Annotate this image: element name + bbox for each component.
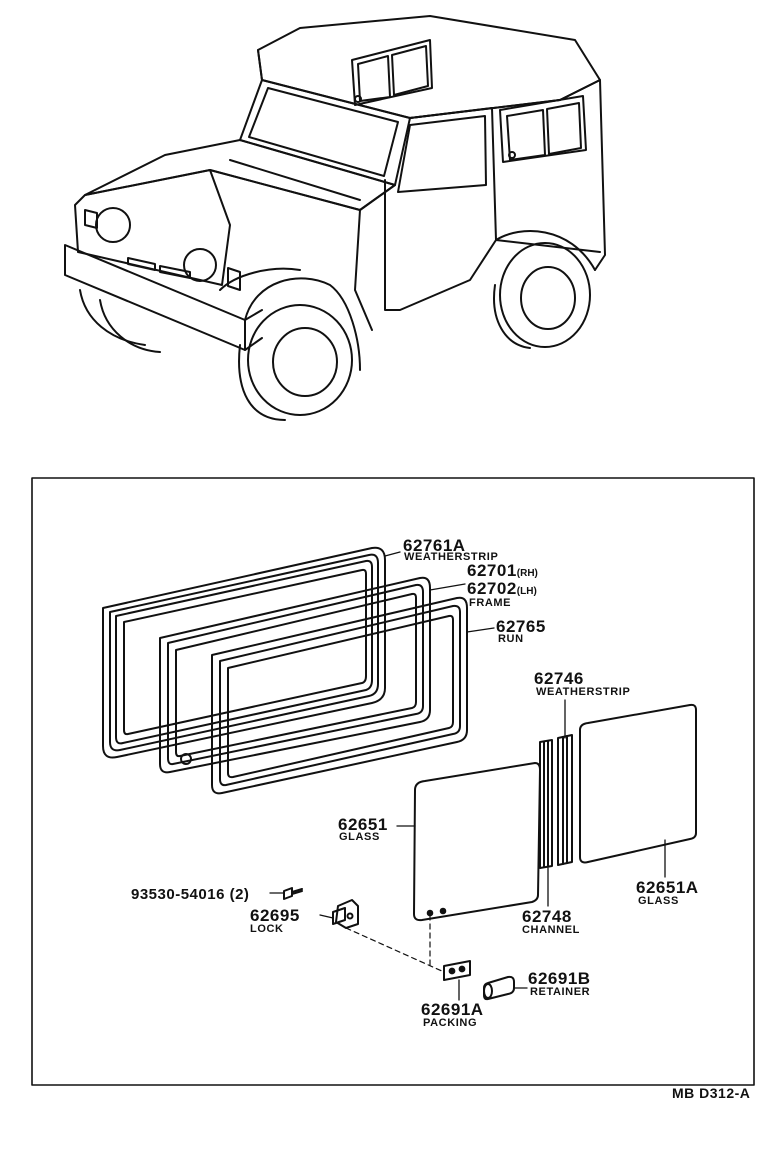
label-frame-name: FRAME bbox=[469, 597, 512, 609]
vehicle-illustration bbox=[64, 15, 606, 421]
label-62748-name: CHANNEL bbox=[522, 924, 580, 936]
label-62691B-name: RETAINER bbox=[530, 986, 591, 998]
label-62746-name: WEATHERSTRIP bbox=[536, 686, 631, 698]
label-93530-qty: (2) bbox=[229, 886, 250, 903]
retainer-62691B-shape bbox=[483, 975, 515, 1001]
label-62651-number: 62651 bbox=[338, 815, 388, 834]
lock-62695-shape bbox=[332, 899, 359, 929]
label-62651A-number: 62651A bbox=[636, 878, 699, 897]
leader-lines bbox=[269, 551, 666, 1001]
label-62701-row: 62701(RH) bbox=[467, 562, 538, 579]
label-62765-name: RUN bbox=[498, 633, 524, 645]
dashed-assembly-lines bbox=[345, 914, 445, 973]
label-62702-number: 62702 bbox=[467, 579, 517, 598]
label-62761A-name: WEATHERSTRIP bbox=[404, 551, 499, 563]
run-62765-shape bbox=[211, 596, 468, 795]
frame-62701-shape bbox=[159, 576, 431, 774]
label-62701-suffix: (RH) bbox=[516, 568, 538, 579]
screw-93530-shape bbox=[283, 887, 303, 900]
label-62691A-name: PACKING bbox=[423, 1017, 478, 1029]
channel-62748-shape bbox=[539, 739, 553, 869]
packing-62691A-shape bbox=[443, 960, 471, 981]
label-62765-number: 62765 bbox=[496, 617, 546, 636]
label-62651A-name: GLASS bbox=[638, 895, 679, 907]
glass-62651-shape bbox=[413, 762, 541, 922]
label-62746-number: 62746 bbox=[534, 669, 584, 688]
label-62695-name: LOCK bbox=[250, 923, 284, 935]
weatherstrip-62761A-shape bbox=[102, 546, 386, 759]
label-62748-number: 62748 bbox=[522, 907, 572, 926]
label-62701-number: 62701 bbox=[467, 561, 517, 580]
glass-hole-2 bbox=[439, 907, 447, 915]
label-62651-name: GLASS bbox=[339, 831, 380, 843]
parts-box bbox=[31, 477, 755, 1086]
label-62695-number: 62695 bbox=[250, 906, 300, 925]
weatherstrip-62746-shape bbox=[557, 734, 573, 866]
label-93530-row: 93530-54016 (2) bbox=[131, 887, 249, 902]
label-62702-suffix: (LH) bbox=[516, 586, 537, 597]
label-62691A-number: 62691A bbox=[421, 1000, 484, 1019]
label-62702-row: 62702(LH) bbox=[467, 580, 537, 597]
label-62761A-number: 62761A bbox=[403, 536, 466, 555]
label-93530-number: 93530-54016 bbox=[131, 886, 225, 903]
glass-62651A-shape bbox=[579, 703, 697, 864]
diagram-code: MB D312-A bbox=[672, 1085, 751, 1101]
label-62691B-number: 62691B bbox=[528, 969, 591, 988]
